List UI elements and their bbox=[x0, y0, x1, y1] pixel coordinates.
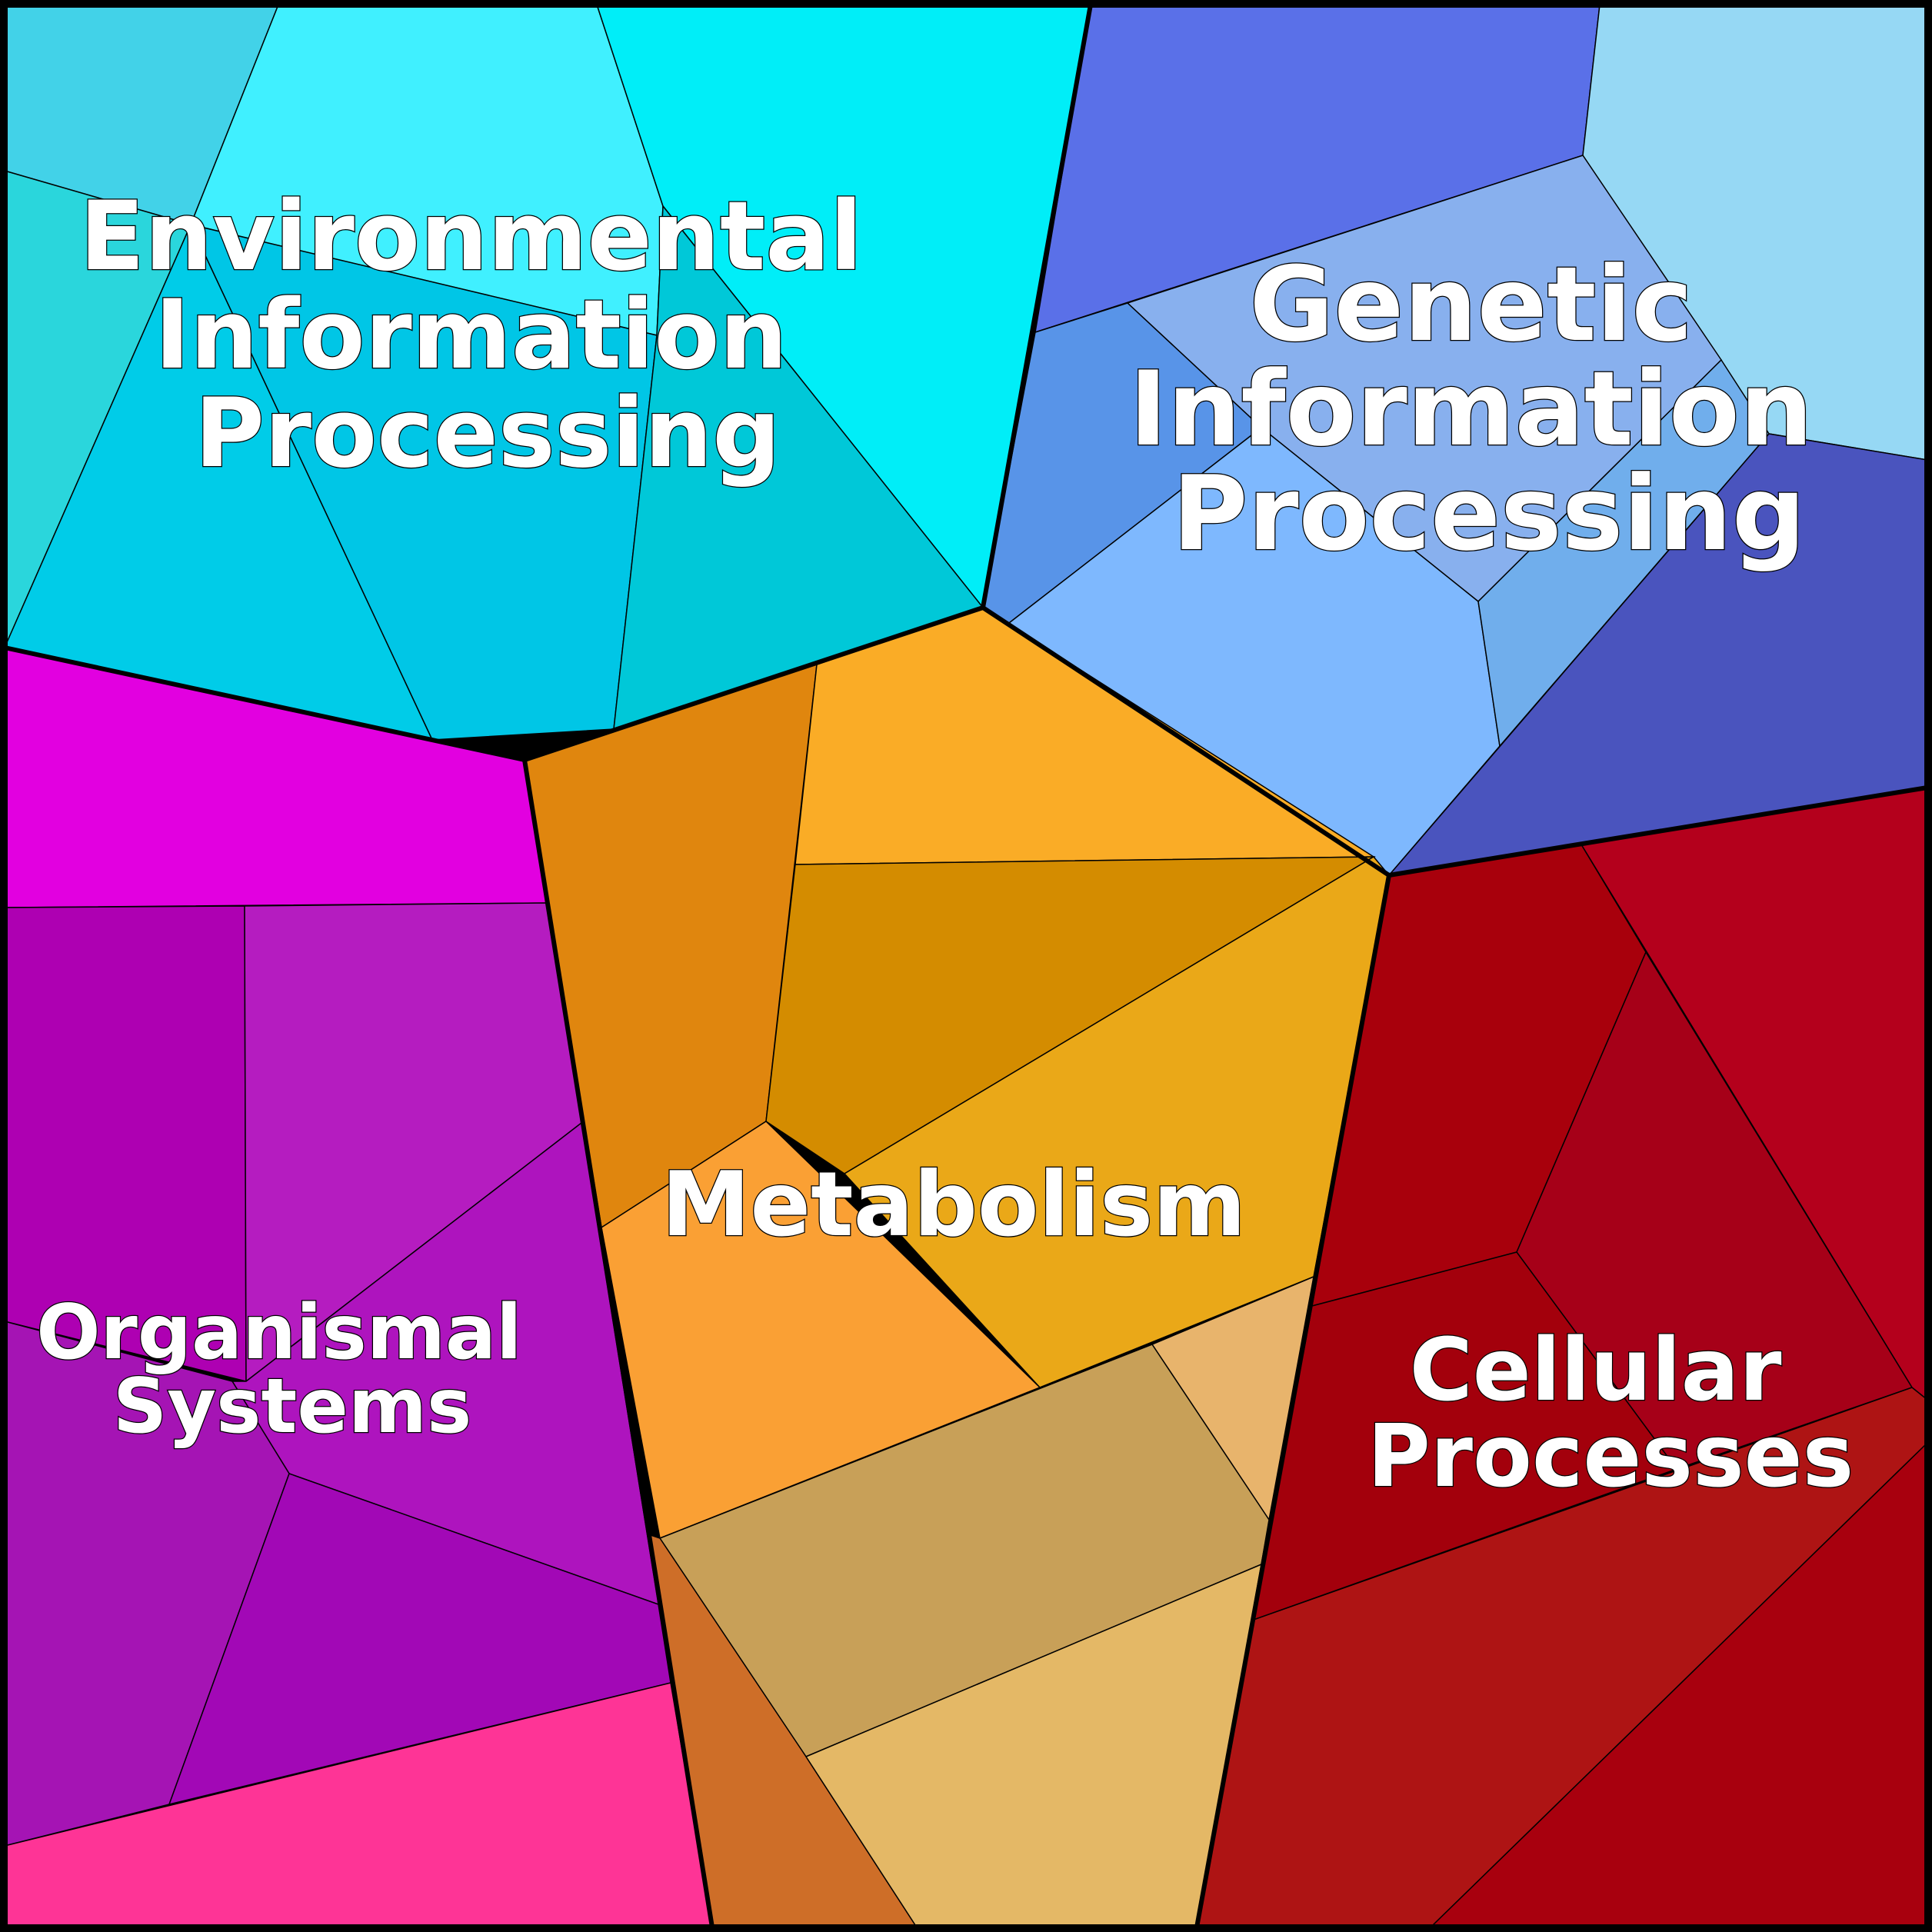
cell bbox=[601, 1121, 1041, 1540]
label-metabolism: Metabolism bbox=[661, 1153, 1246, 1257]
region-metabolism bbox=[524, 607, 1390, 1928]
region-organismal bbox=[4, 647, 713, 1928]
label-organismal: Organismal Systems bbox=[36, 1289, 548, 1451]
label-environmental: Environmental Information Processing bbox=[79, 182, 895, 489]
region-environmental bbox=[3, 4, 1091, 741]
label-line: Metabolism bbox=[661, 1153, 1246, 1257]
label-genetic: Genetic Information Processing bbox=[1129, 245, 1849, 574]
boundary bbox=[522, 759, 715, 1928]
label-line: Systems bbox=[113, 1363, 472, 1451]
boundary bbox=[4, 4, 1093, 762]
label-line: Environmental bbox=[79, 182, 862, 292]
region-genetic bbox=[982, 4, 1928, 877]
category-boundaries bbox=[4, 4, 1928, 1928]
label-line: Organismal bbox=[36, 1289, 521, 1377]
label-line: Processing bbox=[195, 378, 781, 489]
label-line: Cellular bbox=[1410, 1321, 1782, 1421]
label-line: Processing bbox=[1172, 454, 1805, 574]
label-cellular: Cellular Processes bbox=[1367, 1321, 1854, 1507]
boundary bbox=[1194, 874, 1391, 1928]
region-cellular bbox=[1196, 787, 1928, 1928]
label-line: Genetic bbox=[1249, 245, 1693, 365]
label-line: Information bbox=[155, 280, 788, 391]
label-line: Information bbox=[1129, 349, 1813, 469]
label-line: Processes bbox=[1367, 1407, 1854, 1507]
